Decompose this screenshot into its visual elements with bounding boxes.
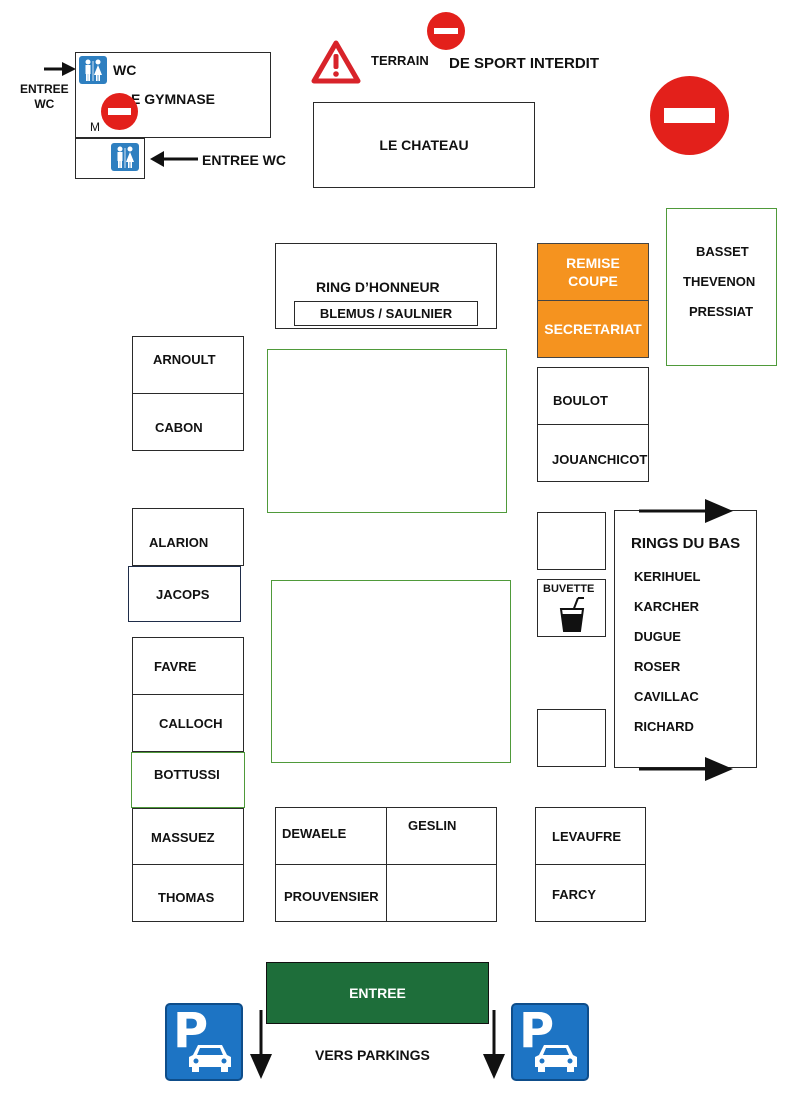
stand-bottussi-label: BOTTUSSI xyxy=(154,767,220,782)
entree-wc-left-line1: ENTREE xyxy=(20,82,69,96)
parking-icon-right: P xyxy=(511,1003,589,1081)
warning-text-interdit: DE SPORT INTERDIT xyxy=(449,55,600,72)
ring-center-bottom xyxy=(271,580,511,763)
entree-label: ENTREE xyxy=(349,985,406,1001)
stand-arnoult-label: ARNOULT xyxy=(153,352,216,367)
stand-thomas xyxy=(132,864,244,922)
stand-jacops xyxy=(128,566,241,622)
stand-empty-2 xyxy=(537,709,606,767)
stand-farcy xyxy=(535,864,646,922)
stand-favre-label: FAVRE xyxy=(154,659,197,674)
stand-geslin xyxy=(386,807,497,865)
secretariat-label: SECRETARIAT xyxy=(544,321,642,337)
parking-icon-left: P xyxy=(165,1003,243,1081)
stand-empty-3 xyxy=(386,864,497,922)
gymnase-m-label: M xyxy=(90,120,100,134)
stand-favre xyxy=(132,637,244,695)
toilet-icon xyxy=(79,56,107,84)
ring-honneur-judges: BLEMUS / SAULNIER xyxy=(319,306,453,321)
no-entry-icon-terrain xyxy=(427,12,465,50)
remise-label: REMISE xyxy=(566,255,620,271)
toilet-icon-annex xyxy=(111,143,139,171)
stand-alarion xyxy=(132,508,244,566)
arrow-right-icon-bottom xyxy=(639,757,733,781)
stand-thomas-label: THOMAS xyxy=(158,890,215,905)
arrow-down-icon-right xyxy=(483,1010,505,1079)
rings-du-bas-name-4: ROSER xyxy=(634,659,681,674)
stand-boulot-label: BOULOT xyxy=(553,393,608,408)
stand-cabon-label: CABON xyxy=(155,420,203,435)
entree-wc-left-label: ENTREE WC xyxy=(20,82,69,112)
rings-du-bas-name-3: DUGUE xyxy=(634,629,681,644)
stand-dewaele-label: DEWAELE xyxy=(282,826,347,841)
right-group-box xyxy=(666,208,777,366)
entree-wc-left-line2: WC xyxy=(34,97,55,111)
stand-cabon xyxy=(132,393,244,451)
ring-honneur-judges-box: BLEMUS / SAULNIER xyxy=(294,301,478,326)
rings-du-bas-title: RINGS DU BAS xyxy=(631,535,741,552)
stand-levaufre-label: LEVAUFRE xyxy=(552,829,622,844)
ring-center-top xyxy=(267,349,507,513)
right-group-name-3: PRESSIAT xyxy=(689,304,754,319)
coupe-label: COUPE xyxy=(568,273,618,289)
warning-icon xyxy=(311,40,361,84)
rings-du-bas-name-6: RICHARD xyxy=(634,719,694,734)
arrow-down-icon-left xyxy=(250,1010,272,1079)
stand-bottussi xyxy=(131,752,245,808)
no-entry-icon-gymnase xyxy=(101,93,138,130)
rings-du-bas-name-2: KARCHER xyxy=(634,599,699,614)
stand-jouanchicot xyxy=(537,424,649,482)
buvette-label: BUVETTE xyxy=(543,583,595,595)
remise-coupe-box: REMISE COUPE xyxy=(537,243,649,301)
right-group-name-2: THEVENON xyxy=(683,274,756,289)
stand-calloch xyxy=(132,694,244,752)
arrow-right-icon xyxy=(44,62,76,76)
arrow-left-icon xyxy=(150,151,198,167)
gymnase-label: E GYMNASE xyxy=(131,91,216,107)
stand-alarion-label: ALARION xyxy=(149,535,209,550)
stand-jouanchicot-label: JOUANCHICOT xyxy=(552,452,648,467)
stand-boulot xyxy=(537,367,649,425)
stand-massuez-label: MASSUEZ xyxy=(151,830,215,845)
wc-label: WC xyxy=(113,62,137,78)
stand-jacops-label: JACOPS xyxy=(156,587,210,602)
chateau-building: LE CHATEAU xyxy=(313,102,535,188)
stand-calloch-label: CALLOCH xyxy=(159,716,223,731)
entree-box: ENTREE xyxy=(266,962,489,1024)
secretariat-box: SECRETARIAT xyxy=(537,300,649,358)
drink-icon xyxy=(559,597,585,632)
rings-du-bas-name-1: KERIHUEL xyxy=(634,569,701,584)
stand-empty-1 xyxy=(537,512,606,570)
right-group-name-1: BASSET xyxy=(696,244,749,259)
arrow-right-icon-top xyxy=(639,499,733,523)
ring-honneur-title: RING D’HONNEUR xyxy=(316,279,440,295)
warning-text-terrain: TERRAIN xyxy=(371,53,429,68)
stand-farcy-label: FARCY xyxy=(552,887,597,902)
stand-prouvensier-label: PROUVENSIER xyxy=(284,889,379,904)
vers-parkings-label: VERS PARKINGS xyxy=(315,1047,430,1063)
rings-du-bas-name-5: CAVILLAC xyxy=(634,689,699,704)
no-entry-icon-large xyxy=(650,76,729,155)
stand-geslin-label: GESLIN xyxy=(408,818,457,833)
rings-du-bas-box xyxy=(614,510,757,768)
chateau-label: LE CHATEAU xyxy=(379,137,469,153)
entree-wc-right-label: ENTREE WC xyxy=(202,152,286,168)
